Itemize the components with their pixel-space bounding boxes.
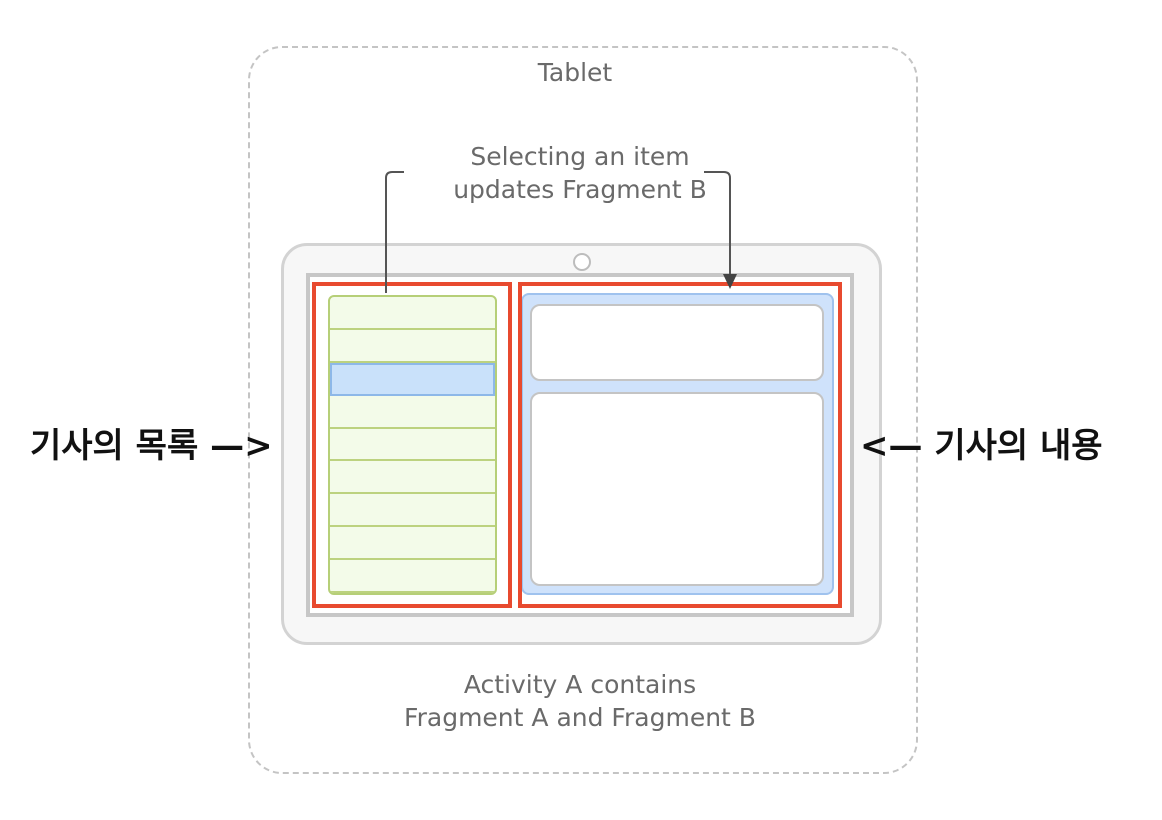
- list-item-selected: [330, 362, 495, 396]
- connector-left-segment: [385, 171, 404, 293]
- fragment-b-body-card: [530, 392, 824, 586]
- highlight-fragment-a: [312, 282, 512, 608]
- arrow-down-icon: [723, 274, 737, 289]
- list-annotation: 기사의 목록 —>: [30, 426, 273, 466]
- list-item: [330, 330, 495, 363]
- activity-caption-line-1: Activity A contains: [463, 670, 697, 699]
- selection-caption: Selecting an item updates Fragment B: [375, 140, 785, 206]
- list-item: [330, 396, 495, 429]
- list-item: [330, 494, 495, 528]
- list-item: [330, 461, 495, 495]
- tablet-frame: [248, 46, 918, 774]
- activity-caption: Activity A contains Fragment A and Fragm…: [330, 668, 830, 734]
- highlight-fragment-b: [518, 282, 842, 608]
- activity-caption-line-2: Fragment A and Fragment B: [404, 703, 756, 732]
- list-item: [330, 560, 495, 593]
- list-item: [330, 429, 495, 462]
- list-item: [330, 527, 495, 561]
- selection-caption-line-2: updates Fragment B: [453, 175, 707, 204]
- fragment-b-header-card: [530, 304, 824, 381]
- content-annotation: <— 기사의 내용: [860, 426, 1103, 466]
- connector-right-segment: [704, 171, 731, 278]
- fragment-a-list: [328, 295, 497, 595]
- camera-icon: [573, 253, 591, 271]
- tablet-title: Tablet: [537, 58, 613, 87]
- selection-caption-line-1: Selecting an item: [470, 142, 690, 171]
- list-item: [330, 297, 495, 330]
